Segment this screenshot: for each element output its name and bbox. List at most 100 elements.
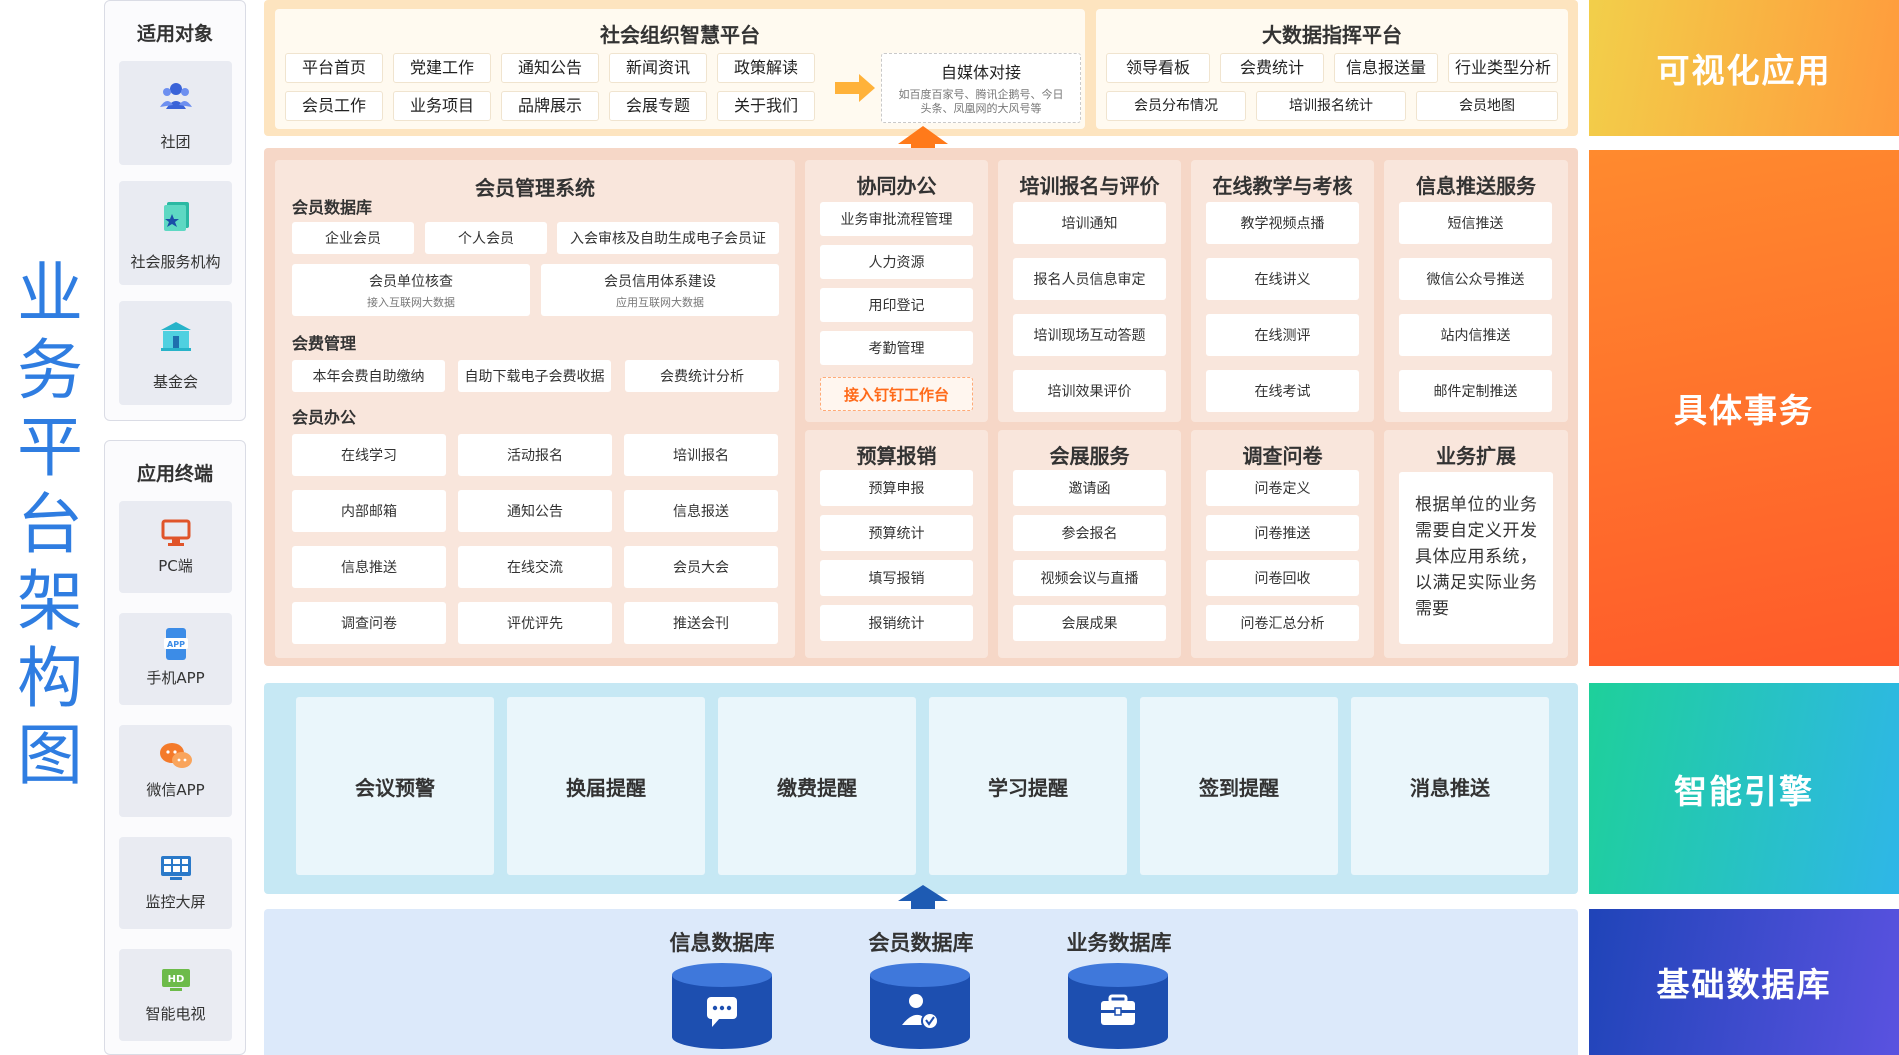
expo-item[interactable]: 视频会议与直播 — [1013, 560, 1166, 596]
terminal-item-wechat[interactable]: 微信APP — [119, 725, 232, 817]
terminal-item-mobile[interactable]: APP 手机APP — [119, 613, 232, 705]
member-db-item[interactable]: 会员单位核查 接入互联网大数据 — [292, 264, 530, 316]
terminals-panel: 应用终端 PC端 APP 手机APP 微信APP 监控大屏 HD 智能电视 — [104, 440, 246, 1055]
office-item[interactable]: 在线交流 — [458, 546, 612, 588]
platform-item[interactable]: 政策解读 — [717, 53, 815, 83]
engine-item[interactable]: 消息推送 — [1351, 697, 1549, 875]
mobile-app-icon: APP — [163, 628, 188, 660]
member-database-icon[interactable] — [870, 961, 970, 1049]
fee-item[interactable]: 会费统计分析 — [625, 360, 779, 392]
teaching-item[interactable]: 教学视频点播 — [1206, 202, 1359, 244]
push-item[interactable]: 站内信推送 — [1399, 314, 1552, 356]
office-item[interactable]: 调查问卷 — [292, 602, 446, 644]
office-item[interactable]: 信息报送 — [624, 490, 778, 532]
budget-item[interactable]: 预算申报 — [820, 470, 973, 506]
budget-item[interactable]: 填写报销 — [820, 560, 973, 596]
platform-item[interactable]: 新闻资讯 — [609, 53, 707, 83]
survey-item[interactable]: 问卷回收 — [1206, 560, 1359, 596]
chat-bubbles-icon — [707, 997, 737, 1027]
member-db-item[interactable]: 企业会员 — [292, 222, 414, 254]
office-item[interactable]: 会员大会 — [624, 546, 778, 588]
info-database-icon[interactable] — [672, 961, 772, 1049]
teaching-item[interactable]: 在线考试 — [1206, 370, 1359, 412]
survey-item[interactable]: 问卷汇总分析 — [1206, 605, 1359, 641]
bigdata-item[interactable]: 会员分布情况 — [1106, 91, 1246, 121]
member-db-item[interactable]: 会员信用体系建设 应用互联网大数据 — [541, 264, 779, 316]
member-db-subtitle: 会员数据库 — [292, 198, 373, 217]
business-database-icon[interactable] — [1068, 961, 1168, 1049]
office-item[interactable]: 活动报名 — [458, 434, 612, 476]
collab-item[interactable]: 用印登记 — [820, 288, 973, 322]
office-item[interactable]: 内部邮箱 — [292, 490, 446, 532]
push-item[interactable]: 邮件定制推送 — [1399, 370, 1552, 412]
platform-item[interactable]: 平台首页 — [285, 53, 383, 83]
survey-item[interactable]: 问卷推送 — [1206, 515, 1359, 551]
engine-item[interactable]: 缴费提醒 — [718, 697, 916, 875]
collab-item[interactable]: 业务审批流程管理 — [820, 202, 973, 236]
office-item[interactable]: 在线学习 — [292, 434, 446, 476]
self-media-box[interactable]: 自媒体对接 如百度百家号、腾讯企鹅号、今日头条、凤凰网的大风号等 — [881, 53, 1081, 123]
target-item-foundation[interactable]: 基金会 — [119, 301, 232, 405]
engine-item[interactable]: 学习提醒 — [929, 697, 1127, 875]
budget-item[interactable]: 报销统计 — [820, 605, 973, 641]
fee-item[interactable]: 自助下载电子会费收据 — [458, 360, 611, 392]
training-item[interactable]: 培训现场互动答题 — [1013, 314, 1166, 356]
bigdata-item[interactable]: 会费统计 — [1220, 53, 1324, 83]
collab-item[interactable]: 考勤管理 — [820, 331, 973, 365]
dingtalk-button[interactable]: 接入钉钉工作台 — [820, 377, 973, 411]
hd-tv-icon: HD — [161, 969, 190, 991]
training-item[interactable]: 报名人员信息审定 — [1013, 258, 1166, 300]
office-item[interactable]: 信息推送 — [292, 546, 446, 588]
bigdata-item[interactable]: 领导看板 — [1106, 53, 1210, 83]
platform-item[interactable]: 品牌展示 — [501, 91, 599, 121]
main-title-char: 架 — [17, 563, 83, 640]
platform-item[interactable]: 会展专题 — [609, 91, 707, 121]
platform-item[interactable]: 关于我们 — [717, 91, 815, 121]
budget-panel: 预算报销 预算申报预算统计填写报销报销统计 — [805, 430, 988, 658]
office-item[interactable]: 通知公告 — [458, 490, 612, 532]
bigdata-item[interactable]: 行业类型分析 — [1448, 53, 1558, 83]
collab-item[interactable]: 人力资源 — [820, 245, 973, 279]
bigdata-item[interactable]: 信息报送量 — [1334, 53, 1438, 83]
teaching-item[interactable]: 在线讲义 — [1206, 258, 1359, 300]
survey-item[interactable]: 问卷定义 — [1206, 470, 1359, 506]
terminal-item-tv[interactable]: HD 智能电视 — [119, 949, 232, 1041]
push-item[interactable]: 微信公众号推送 — [1399, 258, 1552, 300]
office-item[interactable]: 推送会刊 — [624, 602, 778, 644]
platform-item[interactable]: 业务项目 — [393, 91, 491, 121]
collab-title: 协同办公 — [856, 174, 937, 198]
bigdata-item[interactable]: 培训报名统计 — [1256, 91, 1406, 121]
teaching-item[interactable]: 在线测评 — [1206, 314, 1359, 356]
expo-item[interactable]: 会展成果 — [1013, 605, 1166, 641]
bigdata-item[interactable]: 会员地图 — [1416, 91, 1558, 121]
push-item[interactable]: 短信推送 — [1399, 202, 1552, 244]
engine-item[interactable]: 换届提醒 — [507, 697, 705, 875]
extend-text: 根据单位的业务需要自定义开发具体应用系统，以满足实际业务需要 — [1415, 495, 1537, 619]
office-item[interactable]: 培训报名 — [624, 434, 778, 476]
fee-item[interactable]: 本年会费自助缴纳 — [292, 360, 445, 392]
main-title-char: 平 — [17, 409, 83, 486]
terminal-item-pc[interactable]: PC端 — [119, 501, 232, 593]
engine-item[interactable]: 签到提醒 — [1140, 697, 1338, 875]
member-db-item[interactable]: 入会审核及自助生成电子会员证 — [557, 222, 779, 254]
platform-item[interactable]: 党建工作 — [393, 53, 491, 83]
training-item[interactable]: 培训效果评价 — [1013, 370, 1166, 412]
member-db-item[interactable]: 个人会员 — [425, 222, 547, 254]
expo-item[interactable]: 参会报名 — [1013, 515, 1166, 551]
db-label: 会员数据库 — [868, 931, 974, 955]
extend-title: 业务扩展 — [1436, 444, 1516, 468]
target-item-association[interactable]: 社团 — [119, 61, 232, 165]
terminal-item-bigscreen[interactable]: 监控大屏 — [119, 837, 232, 929]
terminal-label: 手机APP — [146, 669, 205, 687]
training-item[interactable]: 培训通知 — [1013, 202, 1166, 244]
self-media-title: 自媒体对接 — [940, 63, 1021, 82]
expo-item[interactable]: 邀请函 — [1013, 470, 1166, 506]
bigdata-platform-box: 大数据指挥平台 领导看板 会费统计 信息报送量 行业类型分析 会员分布情况 培训… — [1096, 9, 1568, 129]
platform-item[interactable]: 通知公告 — [501, 53, 599, 83]
engine-item[interactable]: 会议预警 — [296, 697, 494, 875]
target-item-service-org[interactable]: 社会服务机构 — [119, 181, 232, 285]
budget-item[interactable]: 预算统计 — [820, 515, 973, 551]
target-label: 社会服务机构 — [130, 253, 221, 271]
platform-item[interactable]: 会员工作 — [285, 91, 383, 121]
office-item[interactable]: 评优评先 — [458, 602, 612, 644]
